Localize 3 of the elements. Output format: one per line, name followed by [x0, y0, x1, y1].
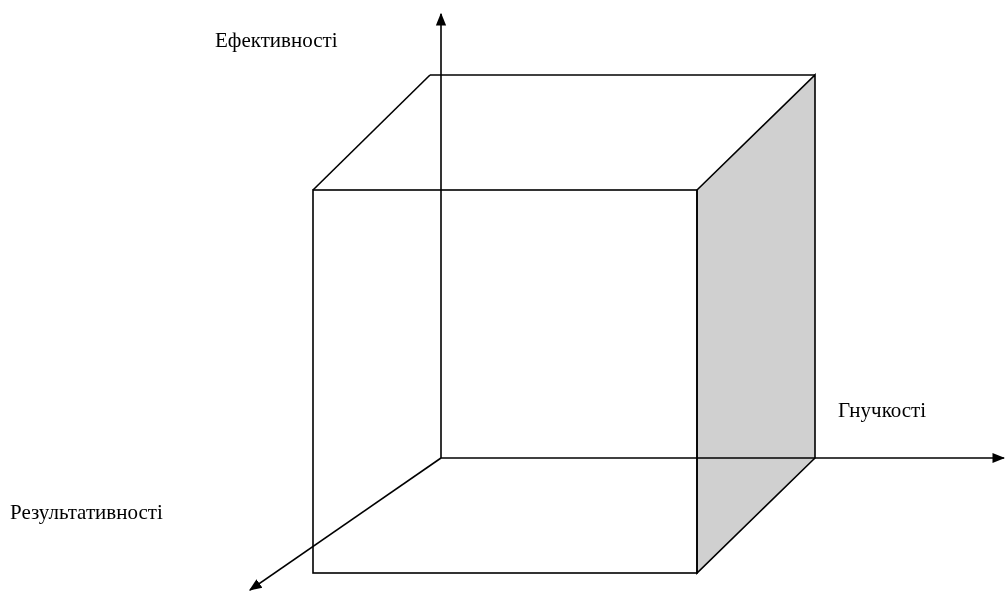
axis-label: Гнучкості — [838, 398, 927, 423]
axis-label: Ефективності — [215, 28, 338, 53]
axis-label: Результативності — [10, 500, 163, 525]
